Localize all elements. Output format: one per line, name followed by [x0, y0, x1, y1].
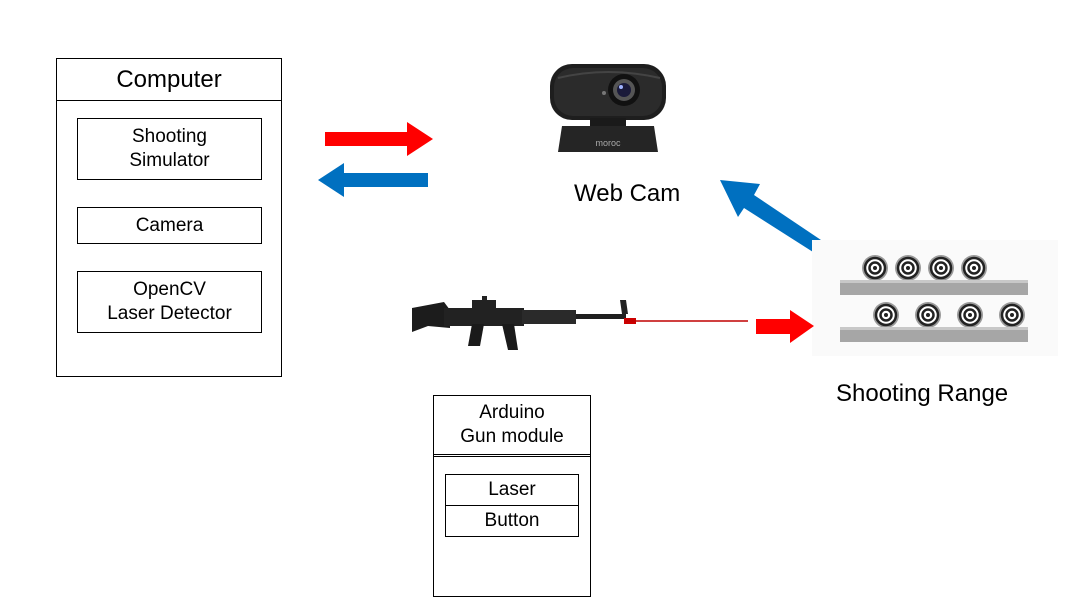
arrow-range-to-webcam: [720, 180, 821, 252]
webcam-icon: moroc: [550, 64, 666, 152]
arrow-to-webcam: [325, 122, 433, 156]
arrow-icon: [325, 122, 433, 156]
webcam-brand: moroc: [595, 138, 621, 148]
opencv-laser-detector-module: OpenCV Laser Detector: [77, 271, 262, 333]
computer-title: Computer: [57, 59, 281, 101]
camera-module: Camera: [77, 207, 262, 244]
button-module: Button: [445, 505, 579, 537]
target-icon: [812, 240, 1058, 356]
arrow-icon: [318, 163, 428, 197]
shooting-simulator-module: Shooting Simulator: [77, 118, 262, 180]
arrow-to-range: [756, 310, 814, 343]
laser-beam: [626, 320, 748, 322]
laser-module: Laser: [445, 474, 579, 506]
arrow-icon: [720, 180, 821, 252]
target-row-top: [862, 255, 987, 281]
arrow-to-computer: [318, 163, 428, 197]
shooting-range-label: Shooting Range: [836, 380, 1009, 407]
target-row-bottom: [873, 302, 1025, 328]
rifle-icon: [412, 296, 636, 350]
arrow-icon: [756, 310, 814, 343]
arduino-title: Arduino Gun module: [434, 396, 590, 457]
webcam-label: Web Cam: [574, 180, 681, 207]
